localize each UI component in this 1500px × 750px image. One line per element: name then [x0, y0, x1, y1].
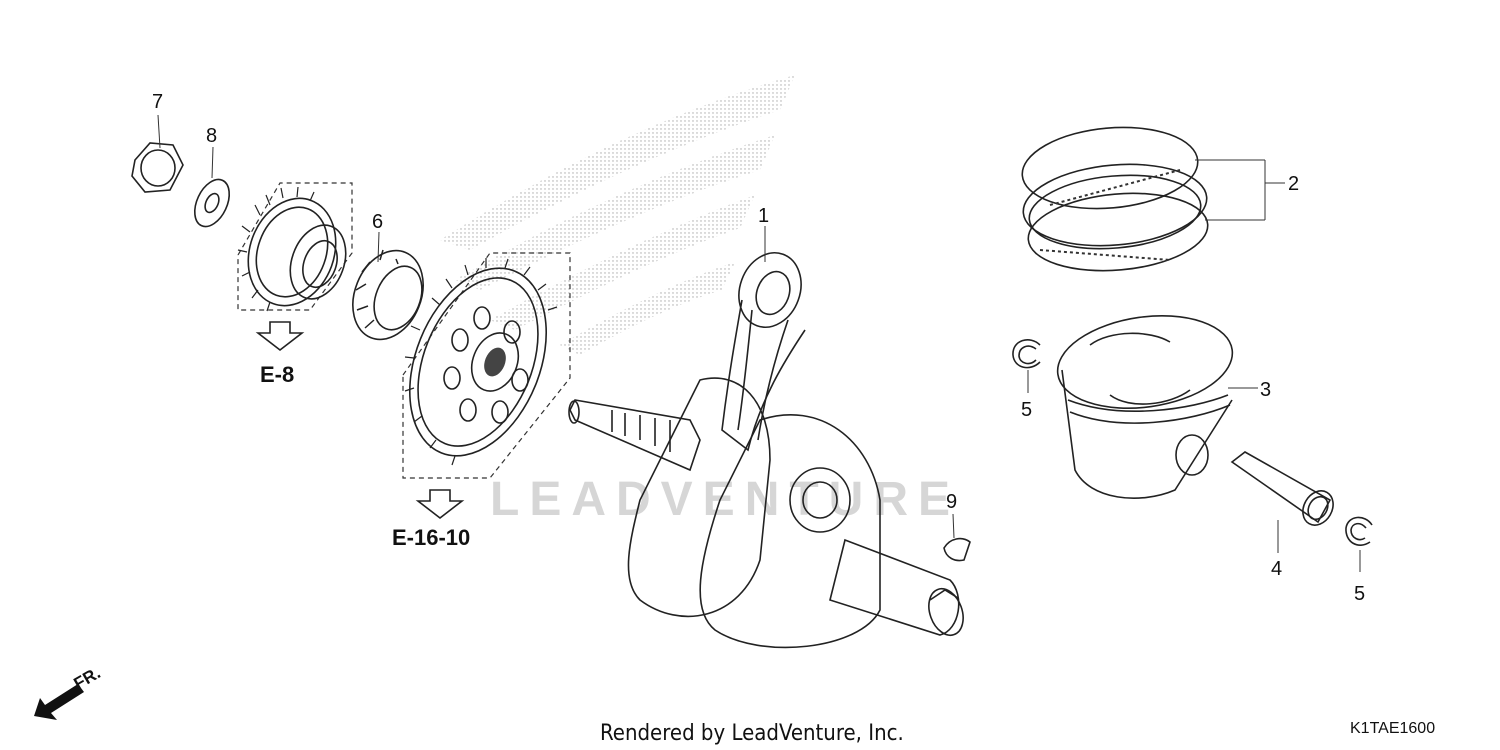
bearing-part-6: [352, 231, 424, 341]
reference-e16-10: E-16-10: [392, 525, 470, 550]
callout-3: 3: [1260, 379, 1271, 401]
piston-part-3: [1056, 314, 1258, 499]
callout-9: 9: [946, 491, 957, 513]
washer-part-8: [193, 146, 231, 228]
key-part-9: [943, 513, 971, 562]
circlip-part-5-right: [1345, 516, 1373, 572]
circlip-part-5-left: [1012, 339, 1041, 393]
nut-part-7: [131, 114, 184, 193]
callout-1: 1: [758, 205, 769, 227]
callout-7: 7: [152, 91, 163, 113]
diagram-code: K1TAE1600: [1350, 720, 1435, 737]
fr-arrow-icon: [34, 684, 84, 720]
reference-e8: E-8: [260, 362, 294, 387]
callout-2: 2: [1288, 173, 1299, 195]
piston-rings-part-2: [1021, 126, 1285, 272]
leadventure-watermark: LEADVENTURE: [490, 473, 960, 526]
callout-6: 6: [372, 211, 383, 233]
callout-5-left: 5: [1021, 399, 1032, 421]
rendered-by-text: Rendered by LeadVenture, Inc.: [600, 721, 904, 746]
brand-wing-watermark: [440, 75, 795, 355]
piston-pin-part-4: [1230, 451, 1334, 553]
down-arrow-icon: [255, 321, 305, 352]
callout-4: 4: [1271, 558, 1282, 580]
callout-5-right: 5: [1354, 583, 1365, 605]
crankshaft-part-1: [568, 226, 964, 649]
gear-assembly-e8: [237, 182, 353, 312]
callout-8: 8: [206, 125, 217, 147]
gear-assembly-e16-10: [402, 252, 571, 479]
down-arrow-icon: [415, 489, 465, 520]
